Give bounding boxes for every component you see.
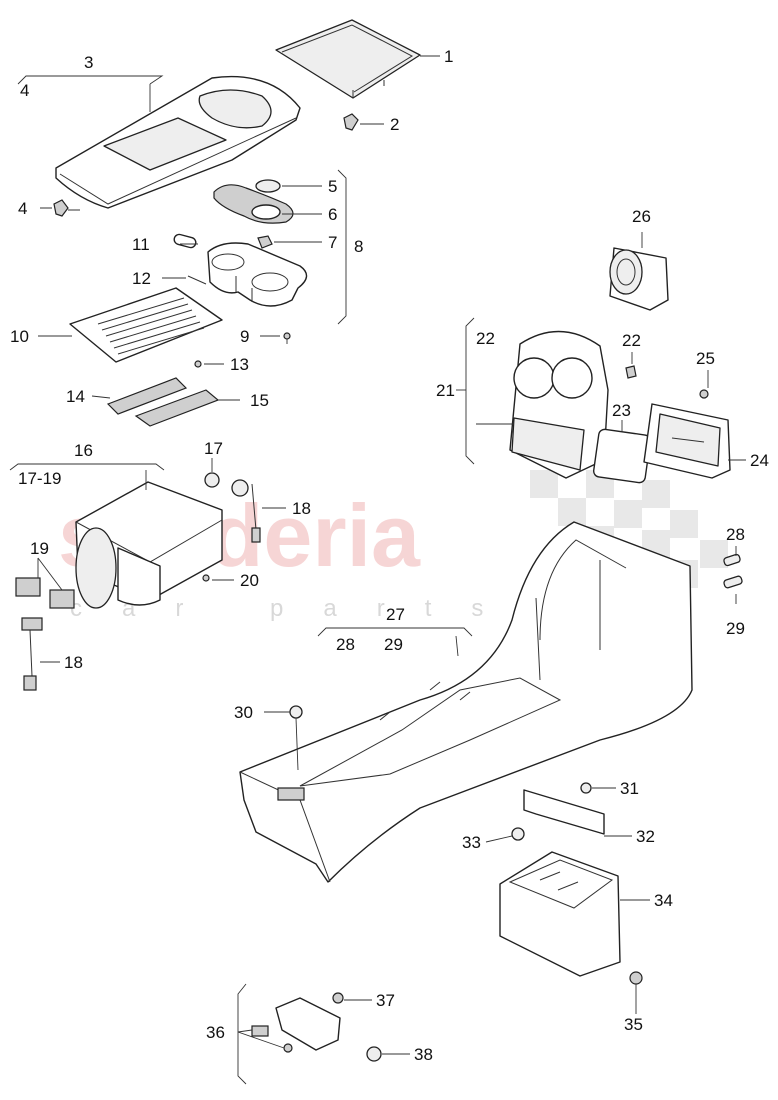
part-23-lens <box>592 428 652 484</box>
callout-17-19: 17-19 <box>18 469 61 488</box>
callout-12: 12 <box>132 269 151 288</box>
part-29-pin <box>723 575 743 589</box>
callout-14: 14 <box>66 387 85 406</box>
part-35-nut <box>629 971 643 985</box>
part-12-strip <box>187 275 207 285</box>
callout-19: 19 <box>30 539 49 558</box>
callout-36: 36 <box>206 1023 225 1042</box>
part-20-screw <box>202 574 210 582</box>
part-24-display-unit <box>643 403 731 479</box>
callout-22-left: 22 <box>476 329 495 348</box>
callout-7: 7 <box>328 233 337 252</box>
part-1-lid <box>275 19 421 99</box>
part-25-screw <box>699 389 709 399</box>
callout-11: 11 <box>132 235 150 254</box>
callout-4-top: 4 <box>20 81 29 100</box>
callout-4-left: 4 <box>18 199 27 218</box>
part-18-cable-lower <box>21 617 43 691</box>
leader-lines <box>9 55 746 1085</box>
callout-31: 31 <box>620 779 639 798</box>
part-13-screw <box>194 360 202 368</box>
callout-30: 30 <box>234 703 253 722</box>
callout-17: 17 <box>204 439 223 458</box>
callout-26: 26 <box>632 207 651 226</box>
part-36-holder <box>251 997 341 1053</box>
callout-6: 6 <box>328 205 337 224</box>
callout-13: 13 <box>230 355 249 374</box>
callout-35: 35 <box>624 1015 643 1034</box>
callout-33: 33 <box>462 833 481 852</box>
part-33-screw <box>511 827 525 841</box>
part-4-clip <box>53 199 69 217</box>
part-3-top-panel <box>55 75 301 209</box>
callout-15: 15 <box>250 391 269 410</box>
callout-1: 1 <box>444 47 453 66</box>
callout-18-lower: 18 <box>64 653 83 672</box>
callout-29-pin: 29 <box>726 619 745 638</box>
callout-3: 3 <box>84 53 93 72</box>
part-10-shutter <box>69 287 223 363</box>
callout-16: 16 <box>74 441 93 460</box>
callout-20: 20 <box>240 571 259 590</box>
part-37-nut <box>332 992 344 1004</box>
callout-25: 25 <box>696 349 715 368</box>
callout-labels: 1 2 3 4 4 5 6 7 8 9 10 11 12 13 14 15 16… <box>10 47 769 1064</box>
part-11-insert <box>173 233 197 249</box>
callout-22-right: 22 <box>622 331 641 350</box>
callout-18-upper: 18 <box>292 499 311 518</box>
part-27-center-console <box>239 521 693 883</box>
callout-23: 23 <box>612 401 631 420</box>
callout-28-pin: 28 <box>726 525 745 544</box>
part-26-vent <box>609 247 669 311</box>
part-8-cup-holder <box>207 242 308 307</box>
part-9-screw <box>283 332 291 344</box>
callout-28-console: 28 <box>336 635 355 654</box>
callout-34: 34 <box>654 891 673 910</box>
part-14-mat <box>106 377 188 415</box>
part-21-trim-panel <box>509 330 609 479</box>
part-22-clip <box>625 365 637 379</box>
part-18-cable-upper <box>231 479 261 543</box>
callout-5: 5 <box>328 177 337 196</box>
callout-24: 24 <box>750 451 769 470</box>
part-19-switches <box>15 577 75 609</box>
callout-2: 2 <box>390 115 399 134</box>
part-6-mat <box>213 184 294 224</box>
part-32-bracket <box>523 789 605 835</box>
part-7-clip <box>257 235 273 249</box>
callout-27: 27 <box>386 605 405 624</box>
part-5-cap <box>255 179 281 193</box>
part-17-cap <box>204 472 220 488</box>
part-16-storage-box <box>75 481 223 609</box>
part-28-pin <box>723 553 741 567</box>
callout-8: 8 <box>354 237 363 256</box>
callout-38: 38 <box>414 1045 433 1064</box>
callout-21: 21 <box>436 381 455 400</box>
callout-29-console: 29 <box>384 635 403 654</box>
part-34-bracket-housing <box>499 851 621 977</box>
callout-37: 37 <box>376 991 395 1010</box>
part-38-bolt <box>366 1046 382 1062</box>
callout-9: 9 <box>240 327 249 346</box>
callout-32: 32 <box>636 827 655 846</box>
part-2-clip <box>343 113 359 131</box>
part-31-screw <box>580 782 592 794</box>
callout-10: 10 <box>10 327 29 346</box>
